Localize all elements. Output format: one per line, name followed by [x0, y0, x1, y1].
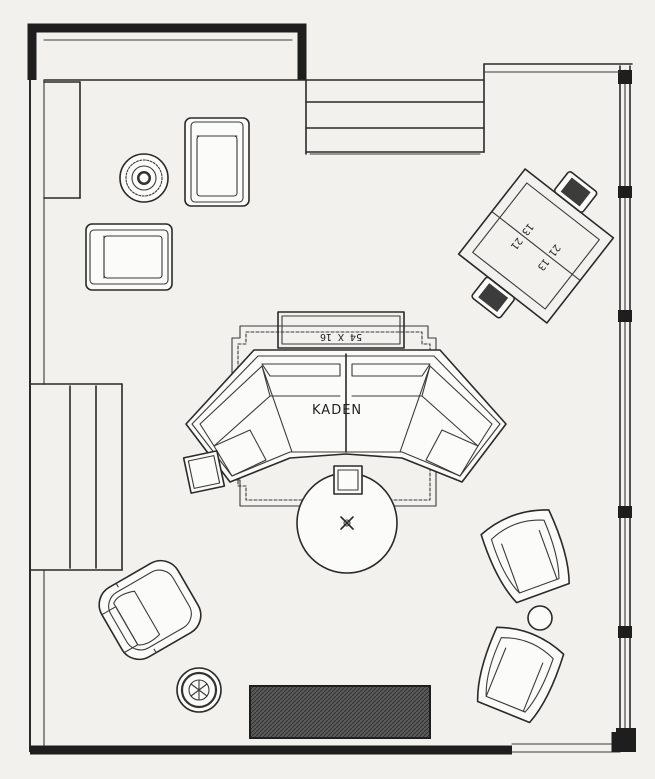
- media-console: [249, 685, 431, 739]
- swivel-chair-bottom-left: [98, 559, 202, 661]
- left-steps: [29, 383, 123, 571]
- top-steps: [305, 79, 485, 155]
- left-window-seat: [43, 81, 81, 199]
- armchair-top: [184, 117, 250, 207]
- club-chair-right-top: [480, 509, 570, 604]
- round-ottoman: [296, 465, 398, 574]
- accent-table-right: [527, 605, 553, 631]
- side-table-round-top: [119, 153, 169, 203]
- armchair-left: [85, 223, 173, 291]
- sofa-label: KADEN: [312, 403, 362, 418]
- club-chair-right-bottom: [476, 626, 565, 724]
- end-table-left: [182, 450, 226, 494]
- coffee-table-label: 54 X 16: [320, 331, 362, 342]
- game-table-label-2: 21 13: [535, 242, 562, 272]
- game-table: 13 21 21 13: [457, 168, 615, 324]
- game-table-label-1: 13 21: [508, 221, 535, 251]
- side-table-round-bottom: [176, 667, 222, 713]
- coffee-table: 54 X 16: [277, 311, 405, 349]
- area-rug: [231, 325, 437, 507]
- wall-top-left: [27, 23, 307, 80]
- walls: [27, 23, 636, 755]
- sectional-sofa: KADEN: [185, 349, 507, 483]
